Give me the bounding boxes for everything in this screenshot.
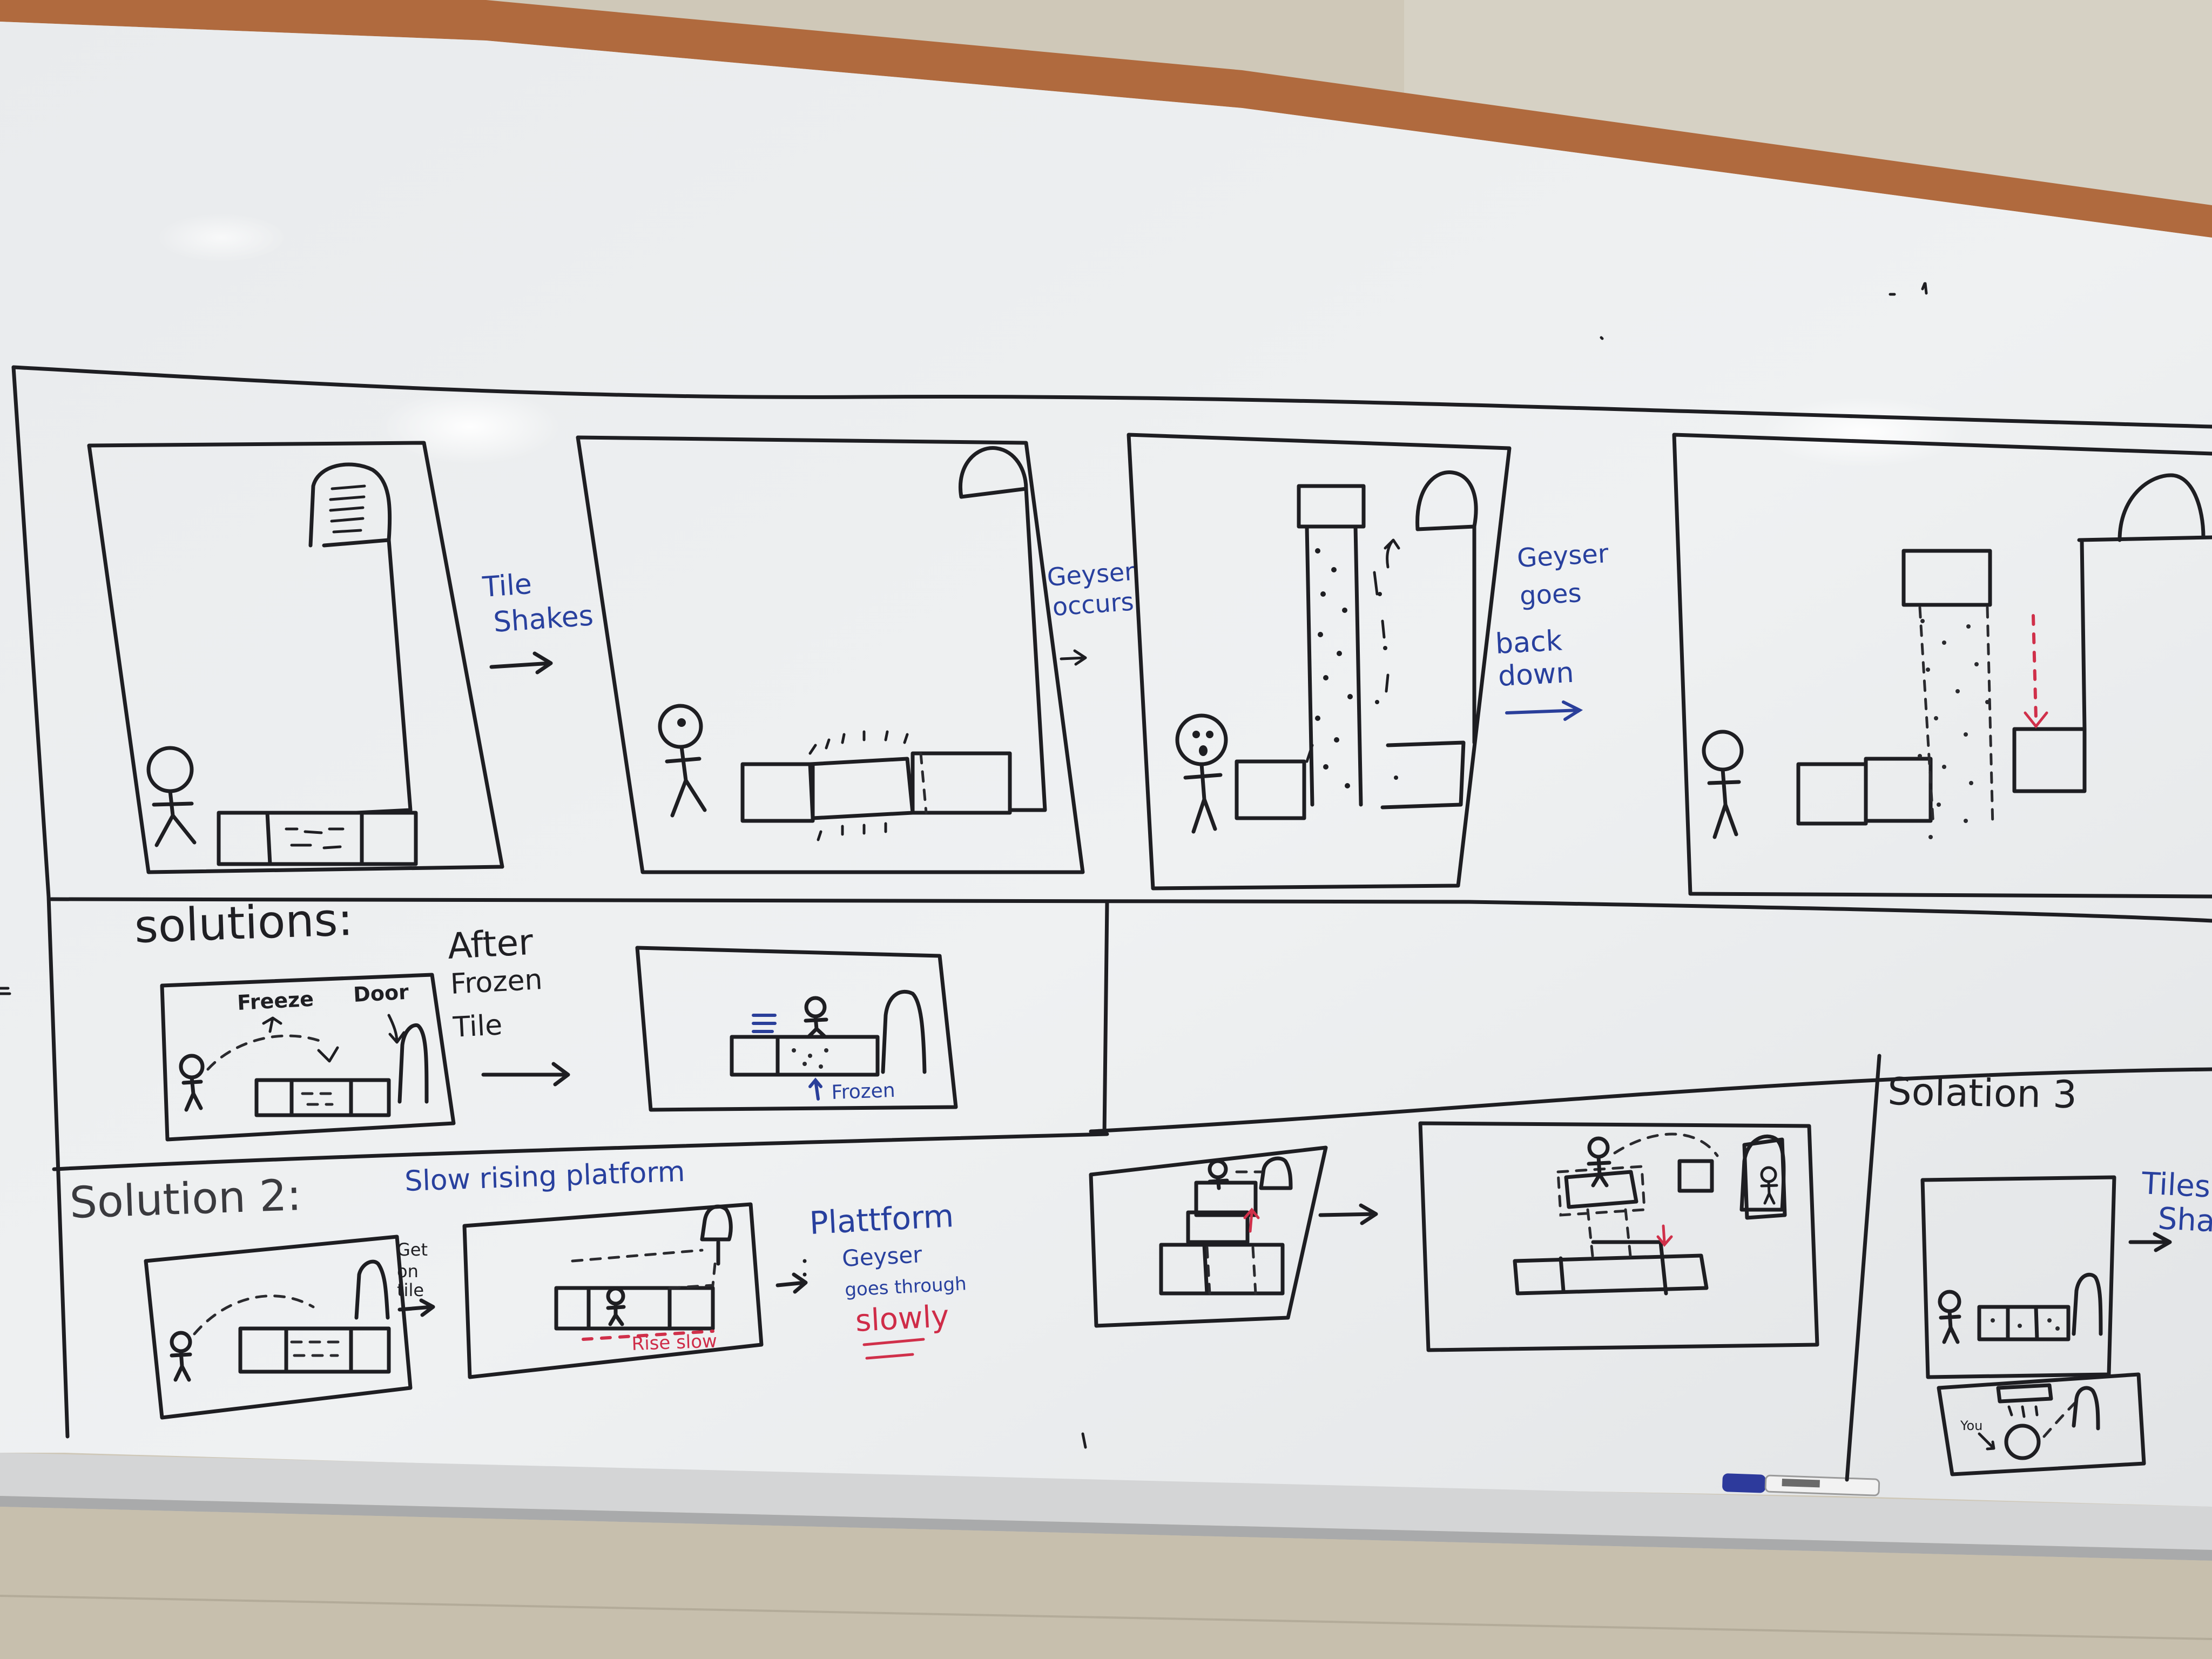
mid-divider-line — [1102, 900, 1109, 1136]
solution2-section: Solution 2: Slow rising platform Get on … — [69, 1156, 967, 1420]
wood-frame — [0, 0, 2212, 238]
arrow-label-3-line-2: goes — [1519, 578, 1582, 611]
stray-mark — [0, 987, 11, 995]
arrow-label-3: Geyser goes back down — [1495, 538, 1609, 721]
arrow-label-1-line-2: Shakes — [493, 599, 595, 639]
solution2-note-line-1: Plattform — [808, 1197, 955, 1242]
row2-bottom-right-line — [1089, 1067, 2212, 1134]
solution3-heading: Solation 3 — [1887, 1069, 2078, 1117]
row2-bottom-left-line — [52, 1132, 1109, 1171]
storyboard-panel-3 — [1127, 433, 1512, 891]
get-on-tile-line-1: Get — [397, 1239, 428, 1260]
solution3-section: Solation 3 Tiles Sha You — [1887, 1069, 2212, 1476]
door-label: Door — [353, 980, 409, 1007]
stray-mark — [1081, 1432, 1087, 1449]
glare — [378, 389, 562, 464]
after-label-line-3: Tile — [452, 1009, 503, 1044]
arrow-label-3-line-4: down — [1498, 657, 1575, 693]
arrow-label-2-line-2: occurs — [1051, 587, 1135, 622]
solution1-heading: solutions: — [133, 893, 354, 953]
solution1-section: solutions: Freeze Door After Frozen Tile… — [133, 893, 958, 1142]
get-on-tile-line-3: tile — [397, 1280, 424, 1300]
glare — [1761, 397, 1966, 467]
tiles-label-line-1: Tiles — [2140, 1166, 2211, 1205]
row1-bottom-line — [49, 897, 2212, 923]
after-label-line-2: Frozen — [450, 963, 543, 1001]
top-border-line — [11, 365, 2212, 429]
get-on-tile-line-2: on — [397, 1261, 419, 1282]
after-label-line-1: After — [447, 921, 535, 967]
mid-right-sketches — [1089, 1121, 1819, 1352]
slowly-label: slowly — [854, 1299, 950, 1339]
whiteboard-surface — [0, 22, 2212, 1507]
freeze-label: Freeze — [237, 987, 314, 1015]
you-label: You — [1960, 1418, 1982, 1433]
storyboard-panel-2 — [576, 435, 1085, 874]
lower-wall — [0, 1507, 2212, 1659]
arrow-label-3-line-3: back — [1495, 625, 1563, 660]
stray-mark — [1889, 282, 1928, 296]
solution3-divider-line — [1845, 1054, 1881, 1482]
solution2-heading: Solution 2: — [69, 1170, 302, 1228]
stray-mark — [1600, 336, 1604, 340]
wall-joint — [0, 1595, 2212, 1640]
solution2-note-line-2: Geyser — [841, 1241, 923, 1272]
marker-pen[interactable] — [1722, 1473, 1880, 1496]
arrow-label-1-line-1: Tile — [481, 568, 533, 604]
glare — [157, 213, 286, 262]
arrow-label-2: Geyser occurs — [1046, 557, 1136, 666]
storyboard-panel-1 — [87, 441, 504, 874]
marker-tray-edge — [0, 1496, 2212, 1561]
left-border-line — [11, 365, 70, 1439]
arrow-label-3-line-1: Geyser — [1516, 538, 1609, 574]
marker-tray — [0, 1453, 2212, 1550]
arrow-label-2-line-1: Geyser — [1046, 557, 1136, 592]
tiles-label-line-2: Sha — [2157, 1201, 2212, 1239]
frozen-label: Frozen — [831, 1080, 895, 1104]
storyboard-panel-4 — [1672, 433, 2212, 899]
rise-slow-label: Rise slow — [631, 1330, 718, 1354]
arrow-label-1: Tile Shakes — [481, 568, 595, 675]
